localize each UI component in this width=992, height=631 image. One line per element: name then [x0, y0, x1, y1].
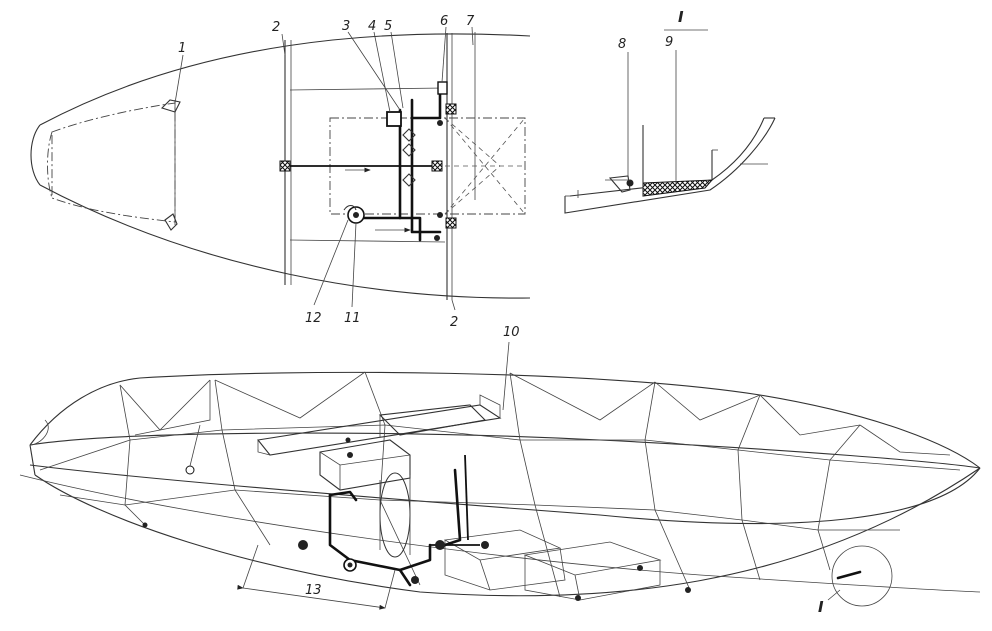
- hull-outline-bottom: [39, 184, 531, 299]
- chine-line: [29, 464, 981, 525]
- callout-leader-4: [373, 31, 391, 113]
- engine-box: [319, 439, 411, 491]
- callout-leader-7: [471, 26, 474, 46]
- sealant-fill-9: [642, 179, 714, 197]
- callout-label-1: 1: [178, 41, 186, 56]
- fuel-pipe-main: [328, 493, 432, 572]
- callout-label-5: 5: [384, 19, 392, 34]
- callout-label-9: 9: [665, 35, 673, 50]
- callout-leader-3: [347, 31, 401, 111]
- callout-leader-11: [351, 222, 357, 308]
- callout-label-10: 10: [503, 325, 520, 340]
- fitting-1-top: [160, 99, 181, 113]
- pump-body: [343, 204, 357, 211]
- callout-label-7: 7: [466, 14, 475, 29]
- fitting-1-bottom: [164, 213, 178, 231]
- tank-vent-left: [279, 160, 291, 172]
- frame-f2: [214, 379, 271, 546]
- cockpit-sole: [256, 404, 502, 456]
- waterline: [19, 474, 981, 593]
- tank-vent-7: [431, 160, 443, 172]
- hull-outline-top: [39, 33, 531, 126]
- fuel-tank-box: [378, 404, 487, 436]
- deck-opening-dashdot: [51, 102, 176, 223]
- callout-label-8: 8: [618, 37, 626, 52]
- plan-view: 1 2 3 4 5 6 7 2 11 12: [30, 14, 531, 330]
- bow-stem: [29, 444, 36, 476]
- sheer-line-lower: [29, 432, 981, 469]
- callout-label-2-bottom: 2: [450, 315, 458, 330]
- callout-leader-10: [502, 341, 510, 411]
- dimension-label-13: 13: [305, 583, 322, 598]
- callout-leader-12: [313, 219, 349, 306]
- drain-valve-8: [608, 175, 631, 193]
- detail-marker-I: I: [818, 598, 824, 616]
- callout-leader-2-bot: [451, 299, 456, 311]
- keel-line: [34, 467, 981, 597]
- frame-f7: [817, 424, 861, 571]
- valve-6: [437, 81, 448, 95]
- fuel-filter-4: [386, 111, 402, 127]
- callout-leader-1: [174, 54, 184, 104]
- callout-label-6: 6: [440, 14, 448, 29]
- callout-leader-6: [441, 26, 447, 83]
- callout-label-4: 4: [368, 19, 376, 34]
- tank-vent-lower: [445, 217, 457, 229]
- frame-f3: [364, 371, 421, 586]
- hull-bow-nose: [30, 124, 41, 186]
- callout-label-3: 3: [342, 19, 350, 34]
- tank-vent-5: [445, 103, 457, 115]
- stanchion: [189, 424, 201, 467]
- callout-leader-2-top: [281, 33, 286, 56]
- dimension-line-13: [237, 584, 386, 610]
- tank-cylinder: [379, 472, 411, 558]
- sheer-line-upper: [29, 371, 981, 469]
- callout-label-12: 12: [305, 311, 322, 326]
- perspective-view: 13 10 I: [19, 325, 981, 616]
- hull-section-outer: [564, 117, 776, 214]
- section-title: I: [678, 8, 684, 26]
- frame-f1: [119, 384, 146, 526]
- frame-f6: [737, 394, 761, 581]
- callout-label-11: 11: [344, 311, 361, 326]
- frame-f4: [509, 372, 561, 598]
- bow-inner-line: [47, 131, 53, 199]
- callout-leader-5: [390, 31, 404, 109]
- callout-label-2-top: 2: [272, 20, 280, 35]
- section-view-I: I 8 9: [564, 8, 776, 214]
- detail-circle-I: [831, 545, 893, 607]
- hull-section-inner: [569, 117, 765, 197]
- frame-f5: [644, 381, 691, 591]
